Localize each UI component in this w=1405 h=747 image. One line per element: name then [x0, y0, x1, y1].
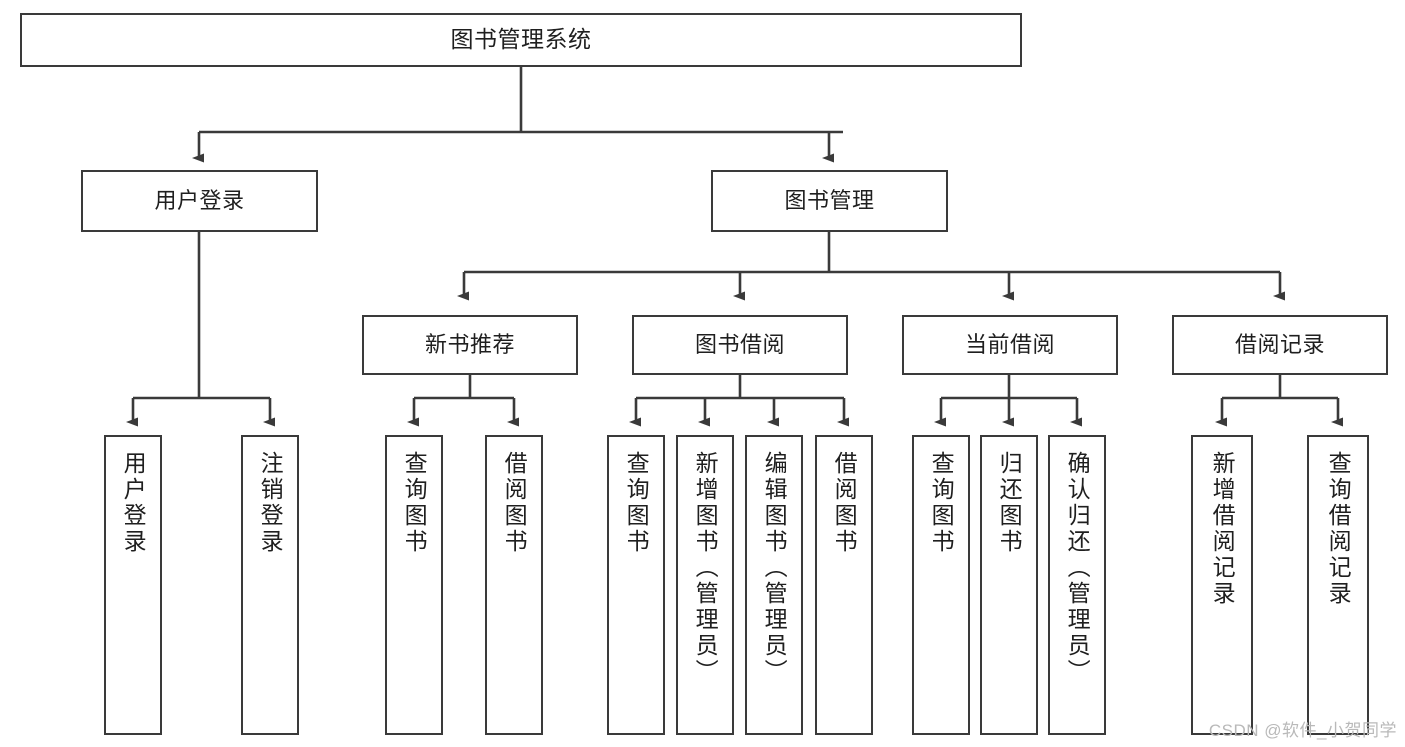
leaf-confirm-return-admin[interactable]: 确认归还（管理员）: [1048, 435, 1106, 735]
leaf-add-borrow-record[interactable]: 新增借阅记录: [1191, 435, 1253, 735]
node-label: 确认归还（管理员）: [1064, 451, 1091, 685]
node-label: 图书管理: [784, 188, 875, 214]
node-label: 查询图书: [623, 451, 650, 555]
node-label: 借阅图书: [501, 451, 528, 555]
node-label: 当前借阅: [964, 332, 1055, 358]
node-label: 新书推荐: [424, 332, 515, 358]
leaf-query-borrow-record[interactable]: 查询借阅记录: [1307, 435, 1369, 735]
node-label: 查询借阅记录: [1325, 451, 1352, 607]
leaf-edit-book-admin[interactable]: 编辑图书（管理员）: [745, 435, 803, 735]
node-book-borrow[interactable]: 图书借阅: [632, 315, 848, 375]
node-label: 借阅图书: [831, 451, 858, 555]
node-label: 新增借阅记录: [1209, 451, 1236, 607]
leaf-borrow-book-rec[interactable]: 借阅图书: [485, 435, 543, 735]
leaf-borrow-book-borrow[interactable]: 借阅图书: [815, 435, 873, 735]
node-current-borrow[interactable]: 当前借阅: [902, 315, 1118, 375]
csdn-watermark: CSDN @软件_小贺同学: [1208, 721, 1397, 740]
node-borrow-record[interactable]: 借阅记录: [1172, 315, 1388, 375]
node-label: 归还图书: [996, 451, 1023, 555]
node-label: 查询图书: [401, 451, 428, 555]
leaf-query-book-current[interactable]: 查询图书: [912, 435, 970, 735]
node-book-manage[interactable]: 图书管理: [711, 170, 948, 232]
leaf-logout-login[interactable]: 注销登录: [241, 435, 299, 735]
node-root-system[interactable]: 图书管理系统: [20, 13, 1022, 67]
leaf-add-book-admin[interactable]: 新增图书（管理员）: [676, 435, 734, 735]
node-new-book-rec[interactable]: 新书推荐: [362, 315, 578, 375]
node-label: 图书借阅: [694, 332, 785, 358]
node-label: 编辑图书（管理员）: [761, 451, 788, 685]
node-label: 注销登录: [257, 451, 284, 555]
node-label: 借阅记录: [1234, 332, 1325, 358]
leaf-return-book[interactable]: 归还图书: [980, 435, 1038, 735]
leaf-query-book-borrow[interactable]: 查询图书: [607, 435, 665, 735]
node-label: 查询图书: [928, 451, 955, 555]
leaf-user-login[interactable]: 用户登录: [104, 435, 162, 735]
leaf-query-book-rec[interactable]: 查询图书: [385, 435, 443, 735]
node-label: 用户登录: [154, 188, 245, 214]
node-user-login[interactable]: 用户登录: [81, 170, 318, 232]
node-label: 用户登录: [120, 451, 147, 555]
node-label: 图书管理系统: [450, 26, 592, 53]
node-label: 新增图书（管理员）: [692, 451, 719, 685]
